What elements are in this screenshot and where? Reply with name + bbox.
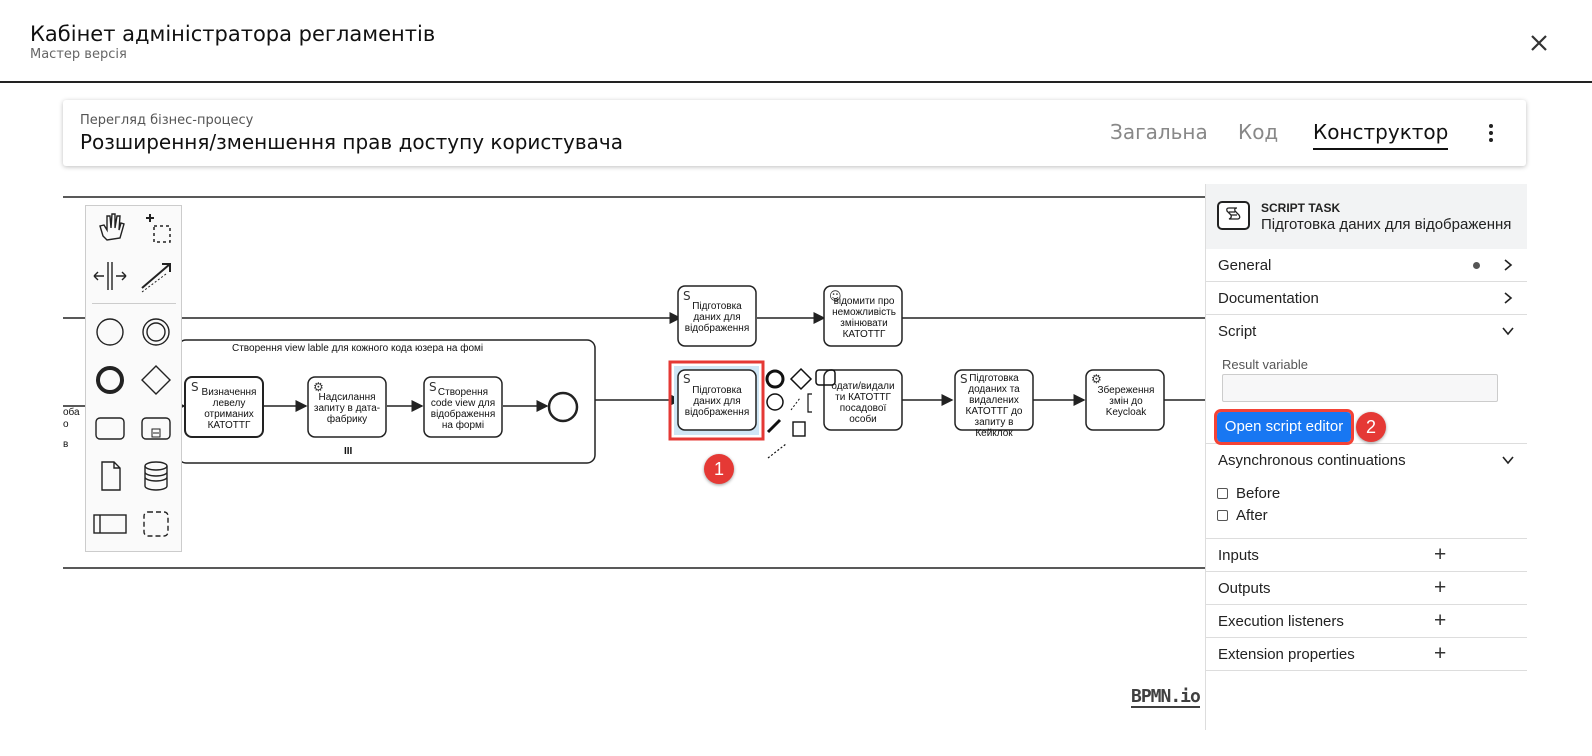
subprocess-label: Створення view lable для кожного кода юз… [232, 343, 484, 354]
app-header: Кабінет адміністратора регламентів Масте… [0, 0, 1592, 83]
group-extensions[interactable]: Extension properties + [1206, 638, 1527, 671]
process-header-card: Перегляд бізнес-процесу Розширення/зменш… [63, 100, 1526, 166]
svg-text:⚙: ⚙ [1091, 372, 1102, 386]
status-dot [1473, 262, 1480, 269]
properties-header: SCRIPT TASK Підготовка даних для відобра… [1206, 184, 1527, 249]
tool-palette [85, 205, 182, 552]
cut-text: в [63, 439, 69, 450]
task-label[interactable]: Надсилання запиту в дата-фабрику [313, 392, 381, 425]
result-variable-input[interactable] [1222, 374, 1498, 402]
svg-text:☺: ☺ [829, 289, 842, 303]
group-outputs-title: Outputs [1218, 580, 1271, 597]
add-output-icon[interactable]: + [1434, 576, 1447, 599]
group-async-title[interactable]: Asynchronous continuations [1218, 452, 1406, 469]
task-label[interactable]: Створення code view для відображення на … [430, 387, 496, 431]
process-title: Розширення/зменшення прав доступу корист… [80, 130, 623, 154]
connect-tool-icon[interactable] [136, 256, 176, 296]
bpmn-io-logo[interactable]: BPMN.io [1131, 686, 1201, 708]
group-general-title: General [1218, 257, 1272, 274]
task-icon[interactable] [90, 408, 130, 448]
task-label[interactable]: відомити про неможливість змінювати КАТО… [832, 296, 896, 340]
space-tool-icon[interactable] [90, 256, 130, 296]
task-label[interactable]: Підготовка даних для відображення [684, 301, 750, 334]
step-badge-2: 2 [1356, 412, 1386, 442]
app-title: Кабінет адміністратора регламентів [30, 22, 436, 46]
gateway-icon[interactable] [136, 360, 176, 400]
group-script: Script [1206, 315, 1527, 444]
after-label: After [1236, 507, 1268, 524]
intermediate-event-icon[interactable] [136, 312, 176, 352]
tab-constructor[interactable]: Конструктор [1313, 120, 1449, 150]
data-store-icon[interactable] [136, 456, 176, 496]
after-checkbox-row[interactable]: After [1217, 507, 1268, 524]
cut-text: о [63, 419, 69, 430]
chevron-right-icon[interactable] [1501, 258, 1515, 272]
multi-instance-marker: III [344, 446, 353, 457]
chevron-down-icon[interactable] [1501, 324, 1515, 338]
data-object-icon[interactable] [90, 456, 130, 496]
group-async: Asynchronous continuations [1206, 444, 1527, 539]
group-general[interactable]: General [1206, 249, 1527, 282]
group-inputs-title: Inputs [1218, 547, 1259, 564]
task-label-selected[interactable]: Підготовка даних для відображення [684, 385, 750, 418]
group-icon[interactable] [136, 504, 176, 544]
chevron-down-icon[interactable] [1501, 453, 1515, 467]
bpmn-canvas[interactable]: S ⚙ S S ☺ S S ⚙ Створення view lable для… [0, 180, 1205, 720]
group-outputs[interactable]: Outputs + [1206, 572, 1527, 605]
pool-icon[interactable] [90, 504, 130, 544]
before-label: Before [1236, 485, 1281, 502]
svg-text:S: S [429, 380, 437, 394]
after-checkbox[interactable] [1217, 510, 1228, 521]
open-script-editor-button[interactable]: Open script editor [1214, 409, 1354, 445]
app-subtitle: Мастер версія [30, 47, 127, 62]
task-label[interactable]: Збереження змін до Keycloak [1097, 385, 1155, 418]
add-input-icon[interactable]: + [1434, 543, 1447, 566]
lasso-tool-icon[interactable] [136, 208, 176, 248]
task-label[interactable]: одати/видали ти КАТОТТГ посадової особи [831, 381, 895, 425]
add-listener-icon[interactable]: + [1434, 609, 1447, 632]
group-listeners[interactable]: Execution listeners + [1206, 605, 1527, 638]
svg-text:S: S [683, 372, 691, 386]
group-documentation-title: Documentation [1218, 290, 1319, 307]
end-event-icon[interactable] [90, 360, 130, 400]
group-extensions-title: Extension properties [1218, 646, 1355, 663]
group-documentation[interactable]: Documentation [1206, 282, 1527, 315]
svg-text:S: S [960, 372, 968, 386]
svg-text:⚙: ⚙ [313, 380, 324, 394]
svg-text:S: S [683, 289, 691, 303]
element-name: Підготовка даних для відображення [1261, 216, 1512, 233]
group-inputs[interactable]: Inputs + [1206, 539, 1527, 572]
breadcrumb: Перегляд бізнес-процесу [80, 113, 254, 128]
chevron-right-icon[interactable] [1501, 291, 1515, 305]
properties-panel: SCRIPT TASK Підготовка даних для відобра… [1205, 184, 1527, 730]
hand-tool-icon[interactable] [90, 208, 130, 248]
before-checkbox-row[interactable]: Before [1217, 485, 1280, 502]
tab-general[interactable]: Загальна [1110, 120, 1208, 144]
script-task-icon [1217, 201, 1250, 230]
task-label[interactable]: Підготовка доданих та видалених КАТОТТГ … [965, 373, 1023, 439]
cut-text: оба [63, 407, 80, 418]
before-checkbox[interactable] [1217, 488, 1228, 499]
group-script-title[interactable]: Script [1218, 323, 1257, 340]
step-badge-1: 1 [704, 454, 734, 484]
group-listeners-title: Execution listeners [1218, 613, 1344, 630]
start-event-icon[interactable] [90, 312, 130, 352]
more-menu-icon[interactable] [1485, 122, 1497, 144]
add-extension-icon[interactable]: + [1434, 642, 1447, 665]
close-icon[interactable] [1528, 32, 1550, 54]
tab-code[interactable]: Код [1238, 120, 1279, 144]
result-variable-label: Result variable [1222, 357, 1308, 372]
svg-text:S: S [191, 380, 199, 394]
task-label[interactable]: Визначення левелу отриманих КАТОТТГ [201, 387, 257, 431]
element-type: SCRIPT TASK [1261, 201, 1341, 215]
subprocess-icon[interactable] [136, 408, 176, 448]
